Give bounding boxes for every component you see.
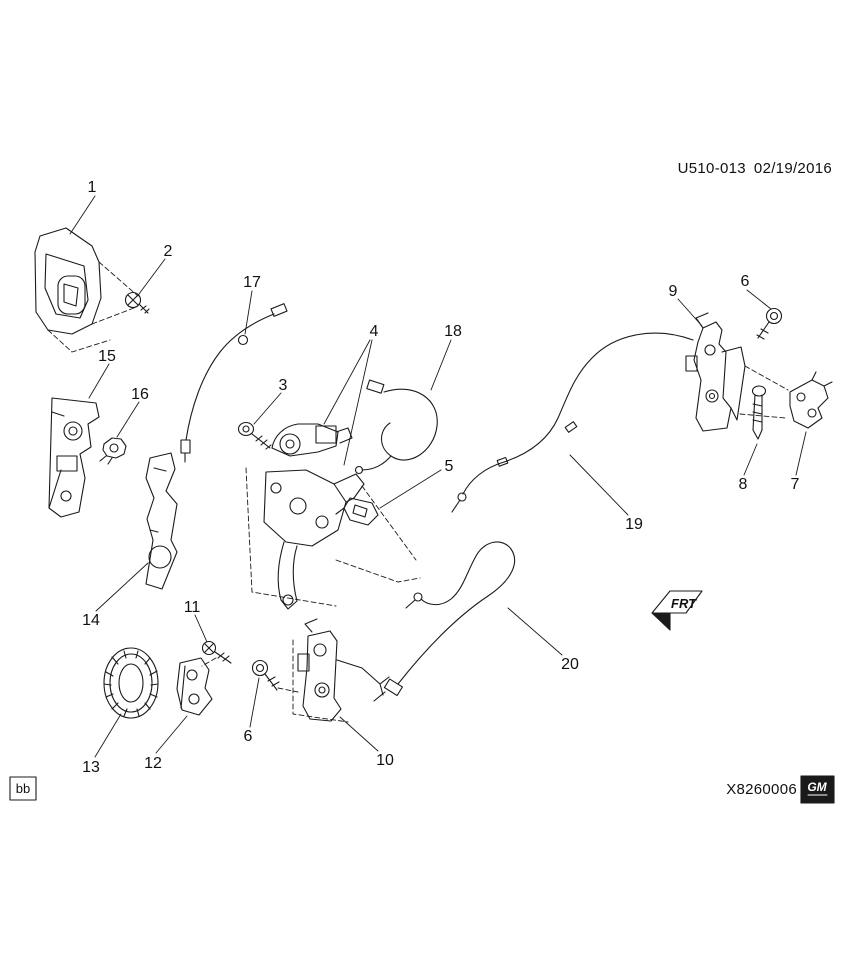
callout-20: 20 bbox=[561, 656, 579, 673]
part-5-lever bbox=[335, 497, 379, 526]
callout-4: 4 bbox=[370, 323, 379, 340]
gm-logo-text: GM bbox=[807, 780, 827, 794]
sheet-code-label: bb bbox=[16, 781, 30, 796]
part-1-door-handle bbox=[34, 227, 139, 353]
callout-14: 14 bbox=[82, 612, 100, 629]
part-14-reinforcement-plate bbox=[145, 452, 178, 590]
callout-2: 2 bbox=[164, 243, 173, 260]
frt-arrow-icon bbox=[651, 612, 671, 631]
part-17-release-cable bbox=[180, 303, 288, 463]
callout-8: 8 bbox=[739, 476, 748, 493]
sheet-code-box bbox=[9, 776, 37, 801]
drawing-header: U510-013 02/19/2016 bbox=[678, 160, 832, 177]
part-16-nut bbox=[99, 437, 127, 465]
part-7-striker bbox=[789, 371, 833, 429]
part-19-cable bbox=[451, 332, 694, 513]
callout-5: 5 bbox=[445, 458, 454, 475]
callout-10: 10 bbox=[376, 752, 394, 769]
frt-indicator: FRT bbox=[651, 590, 703, 631]
part-4-lock-module bbox=[245, 423, 421, 610]
gm-logo: GM bbox=[800, 775, 835, 804]
part-3-screw bbox=[237, 421, 272, 450]
callout-15: 15 bbox=[98, 348, 116, 365]
part-9-latch-assembly bbox=[685, 312, 789, 432]
leader-lines bbox=[69, 195, 807, 758]
callout-6-upper: 6 bbox=[741, 273, 750, 290]
part-8-screw bbox=[751, 385, 767, 440]
part-6-bolt-lower bbox=[251, 659, 280, 691]
part-12-bracket bbox=[176, 657, 213, 716]
callout-17: 17 bbox=[243, 274, 261, 291]
part-2-screw bbox=[124, 291, 150, 314]
drawing-code: X8260006 bbox=[726, 781, 797, 798]
gm-logo-box bbox=[800, 775, 835, 804]
part-20-cable bbox=[373, 541, 516, 702]
callout-3: 3 bbox=[279, 377, 288, 394]
callout-11: 11 bbox=[184, 599, 201, 616]
drawing-number: U510-013 bbox=[678, 160, 746, 177]
part-13-grommet bbox=[103, 647, 159, 719]
part-18-cable bbox=[354, 379, 438, 475]
callout-9: 9 bbox=[669, 283, 678, 300]
callout-7: 7 bbox=[791, 476, 800, 493]
callout-18: 18 bbox=[444, 323, 462, 340]
callout-12: 12 bbox=[144, 755, 162, 772]
part-11-screw bbox=[201, 640, 232, 667]
callout-1: 1 bbox=[88, 179, 97, 196]
drawing-date: 02/19/2016 bbox=[754, 160, 832, 177]
callout-19: 19 bbox=[625, 516, 643, 533]
frt-label: FRT bbox=[671, 596, 697, 611]
callout-6-lower: 6 bbox=[244, 728, 253, 745]
footer: bb X8260006 GM bbox=[9, 775, 835, 804]
part-10-latch-assembly bbox=[277, 618, 390, 723]
part-6-bolt-upper bbox=[756, 307, 783, 340]
part-15-bracket bbox=[48, 397, 100, 518]
callout-16: 16 bbox=[131, 386, 149, 403]
callout-13: 13 bbox=[82, 759, 100, 776]
callout-labels: 1 2 3 4 5 6 6 7 8 9 10 11 12 13 14 15 16… bbox=[82, 179, 799, 776]
